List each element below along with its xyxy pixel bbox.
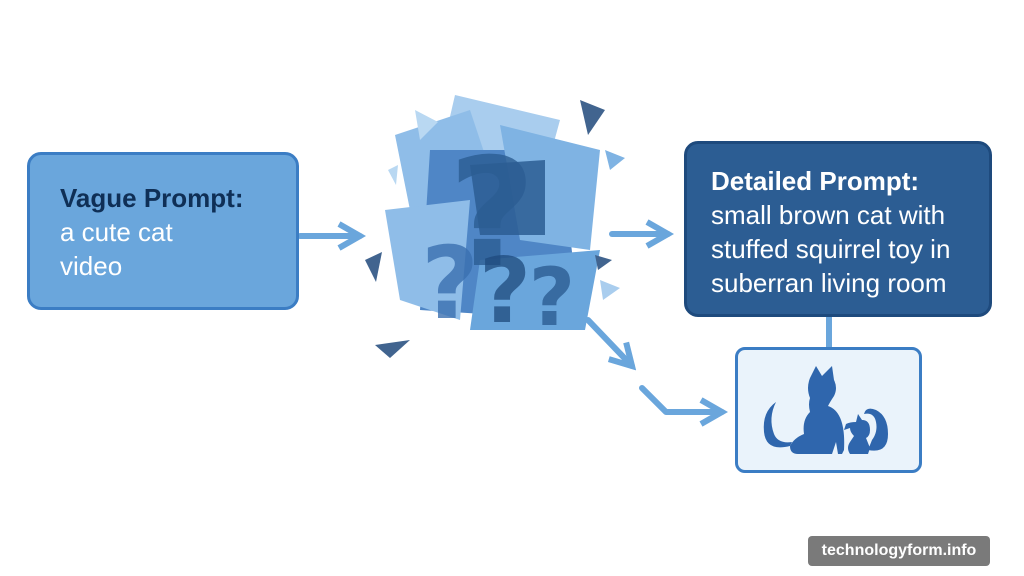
detailed-prompt-box: Detailed Prompt: small brown cat with st… — [684, 141, 992, 317]
arrow-confusion-down — [585, 317, 637, 371]
squirrel-icon — [844, 408, 888, 454]
detailed-prompt-heading: Detailed Prompt: — [711, 166, 920, 196]
detailed-prompt-line: stuffed squirrel toy in — [711, 234, 951, 264]
arrow-to-result — [639, 385, 729, 427]
vague-prompt-line: video — [60, 251, 123, 281]
detailed-prompt-line: suberran living room — [711, 268, 947, 298]
result-box — [735, 347, 922, 473]
vague-prompt-heading: Vague Prompt: — [60, 183, 244, 213]
detailed-prompt-line: small brown cat with — [711, 200, 946, 230]
svg-text:?: ? — [479, 239, 531, 344]
cat-icon — [763, 366, 845, 454]
svg-text:?: ? — [529, 251, 575, 344]
vague-prompt-box: Vague Prompt: a cute cat video — [27, 152, 299, 310]
vague-prompt-line: a cute cat — [60, 217, 173, 247]
svg-text:?: ? — [421, 225, 479, 342]
svg-text:?: ? — [448, 127, 535, 301]
question-marks-icon: ? ? ? ? — [365, 95, 625, 358]
watermark-label: technologyform.info — [808, 536, 990, 566]
